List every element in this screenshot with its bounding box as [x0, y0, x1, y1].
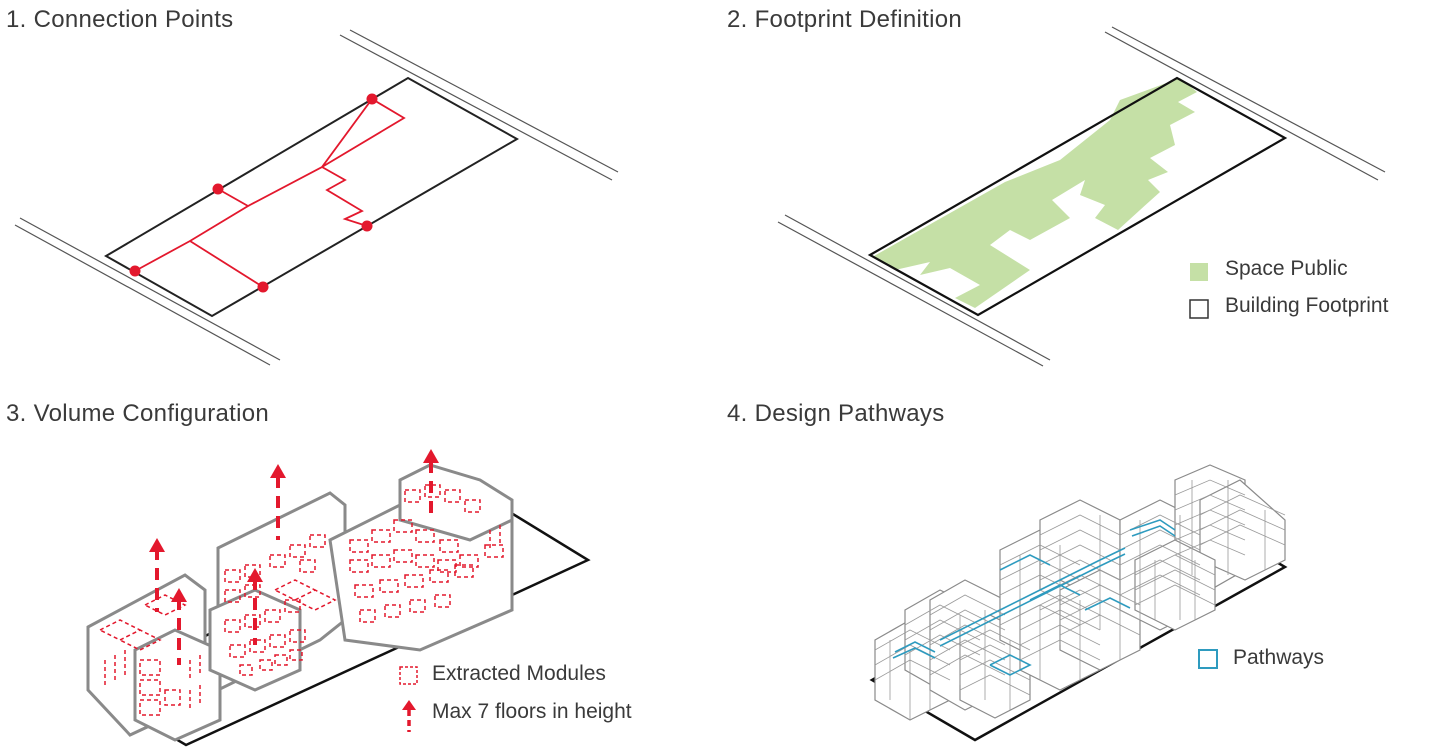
- legend-space-public-label: Space Public: [1225, 257, 1348, 280]
- street-lines-p1: [14, 29, 619, 366]
- panel-1-title: 1. Connection Points: [6, 6, 234, 33]
- height-arrow: [423, 449, 439, 520]
- connection-point-markers: [129, 93, 378, 293]
- legend-space-public: Space Public: [1225, 257, 1348, 281]
- connection-point: [212, 183, 224, 195]
- connection-point: [129, 265, 141, 277]
- height-arrow: [149, 538, 165, 612]
- legend-pathways: Pathways: [1233, 646, 1324, 670]
- connection-point: [366, 93, 378, 105]
- panel-4-drawing: [869, 464, 1288, 742]
- max-floors-arrow-icon: [402, 700, 416, 732]
- panel-2-title: 2. Footprint Definition: [727, 6, 963, 33]
- panel-3-title: 3. Volume Configuration: [6, 400, 270, 427]
- legend-max-floors: Max 7 floors in height: [432, 700, 632, 724]
- panel-1-drawing: [14, 29, 619, 366]
- volume-block: [133, 628, 222, 742]
- connection-point: [257, 281, 269, 293]
- legend-max-floors-label: Max 7 floors in height: [432, 700, 632, 723]
- legend-building-footprint-label: Building Footprint: [1225, 294, 1389, 317]
- pathway-network: [892, 519, 1176, 676]
- connection-point: [361, 220, 373, 232]
- legend-extracted-modules-label: Extracted Modules: [432, 662, 606, 685]
- building-footprint-outline: [867, 76, 1288, 317]
- panel-3-legend-swatches: [399, 666, 418, 732]
- space-public-swatch: [1190, 263, 1208, 281]
- legend-building-footprint: Building Footprint: [1225, 294, 1388, 318]
- legend-extracted-modules: Extracted Modules: [432, 662, 606, 686]
- street-lines-p2: [777, 26, 1386, 367]
- panel-2-legend-swatches: [1189, 263, 1209, 319]
- connection-network: [134, 97, 406, 288]
- height-arrow: [247, 568, 263, 645]
- public-space-area: [874, 78, 1197, 308]
- panel-4-title: 4. Design Pathways: [727, 400, 945, 427]
- height-arrows: [149, 449, 439, 665]
- height-arrow: [270, 464, 286, 540]
- panel-2-drawing: [777, 26, 1386, 367]
- panel-3-drawing: [86, 449, 591, 747]
- site-outline-p1: [104, 76, 520, 318]
- extracted-modules: [98, 484, 504, 716]
- legend-pathways-label: Pathways: [1233, 646, 1325, 669]
- extracted-modules-swatch: [399, 666, 418, 685]
- volume-blocks: [86, 463, 514, 742]
- pathways-swatch: [1198, 649, 1218, 669]
- height-arrow: [171, 588, 187, 665]
- building-footprint-swatch: [1189, 299, 1209, 319]
